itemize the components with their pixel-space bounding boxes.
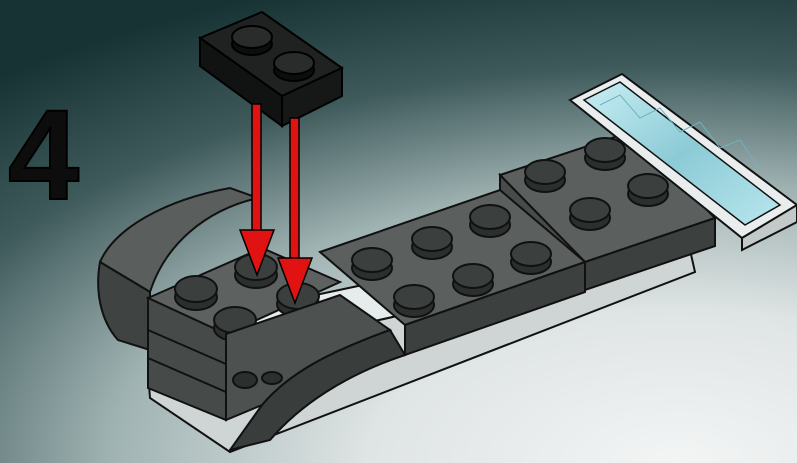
stud: [352, 248, 392, 280]
stud: [585, 138, 625, 170]
stud: [274, 52, 314, 81]
down-arrow-icon: [240, 104, 274, 275]
stud: [470, 205, 510, 237]
stud: [175, 276, 217, 310]
stud: [453, 264, 493, 296]
stud: [628, 174, 668, 206]
stud: [232, 26, 272, 55]
stud: [525, 160, 565, 192]
stud: [570, 198, 610, 230]
stud: [511, 242, 551, 274]
new-plate-1x2: [200, 12, 342, 126]
stud: [412, 227, 452, 259]
stud: [394, 285, 434, 317]
